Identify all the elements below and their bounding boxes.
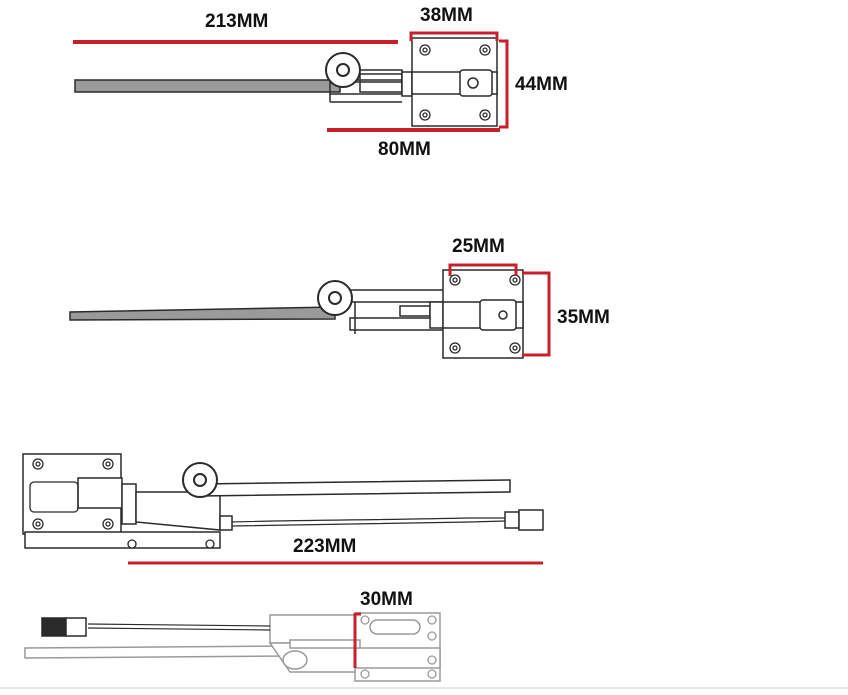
retract-view-2 [69, 263, 551, 359]
coil-spring [182, 462, 218, 498]
strut-rod [74, 79, 341, 93]
servo-wire [87, 623, 271, 631]
servo-wire [231, 517, 506, 527]
mounting-screw-icon [360, 615, 437, 679]
dimension-label-80mm: 80MM [378, 139, 431, 160]
coil-spring [325, 52, 361, 88]
strut-rod [69, 306, 336, 321]
dimension-label-213mm: 213MM [205, 11, 269, 32]
retract-view-1 [73, 31, 509, 132]
mounting-screw-icon [449, 274, 521, 354]
dimension-label-35mm: 35MM [557, 307, 610, 328]
strut-rod [199, 479, 511, 497]
dimension-label-25mm: 25MM [452, 236, 505, 257]
coil-spring [282, 650, 308, 670]
dimension-label-30mm: 30MM [360, 589, 413, 610]
dimension-lines-view-2 [448, 263, 551, 357]
dimension-label-223mm: 223MM [293, 536, 357, 557]
mounting-screw-icon [32, 458, 215, 549]
connector-plug-icon [41, 617, 87, 637]
coil-spring [317, 280, 353, 316]
dimension-label-38mm: 38MM [420, 5, 473, 26]
retract-view-3 [22, 453, 544, 565]
retract-view-4 [24, 612, 441, 682]
dimension-label-44mm: 44MM [515, 74, 568, 95]
retract-arm [135, 491, 233, 531]
mounting-screw-icon [419, 44, 491, 121]
connector-plug-icon [504, 509, 544, 531]
strut-rod [24, 645, 291, 659]
dimension-lines-view-1 [73, 31, 509, 132]
